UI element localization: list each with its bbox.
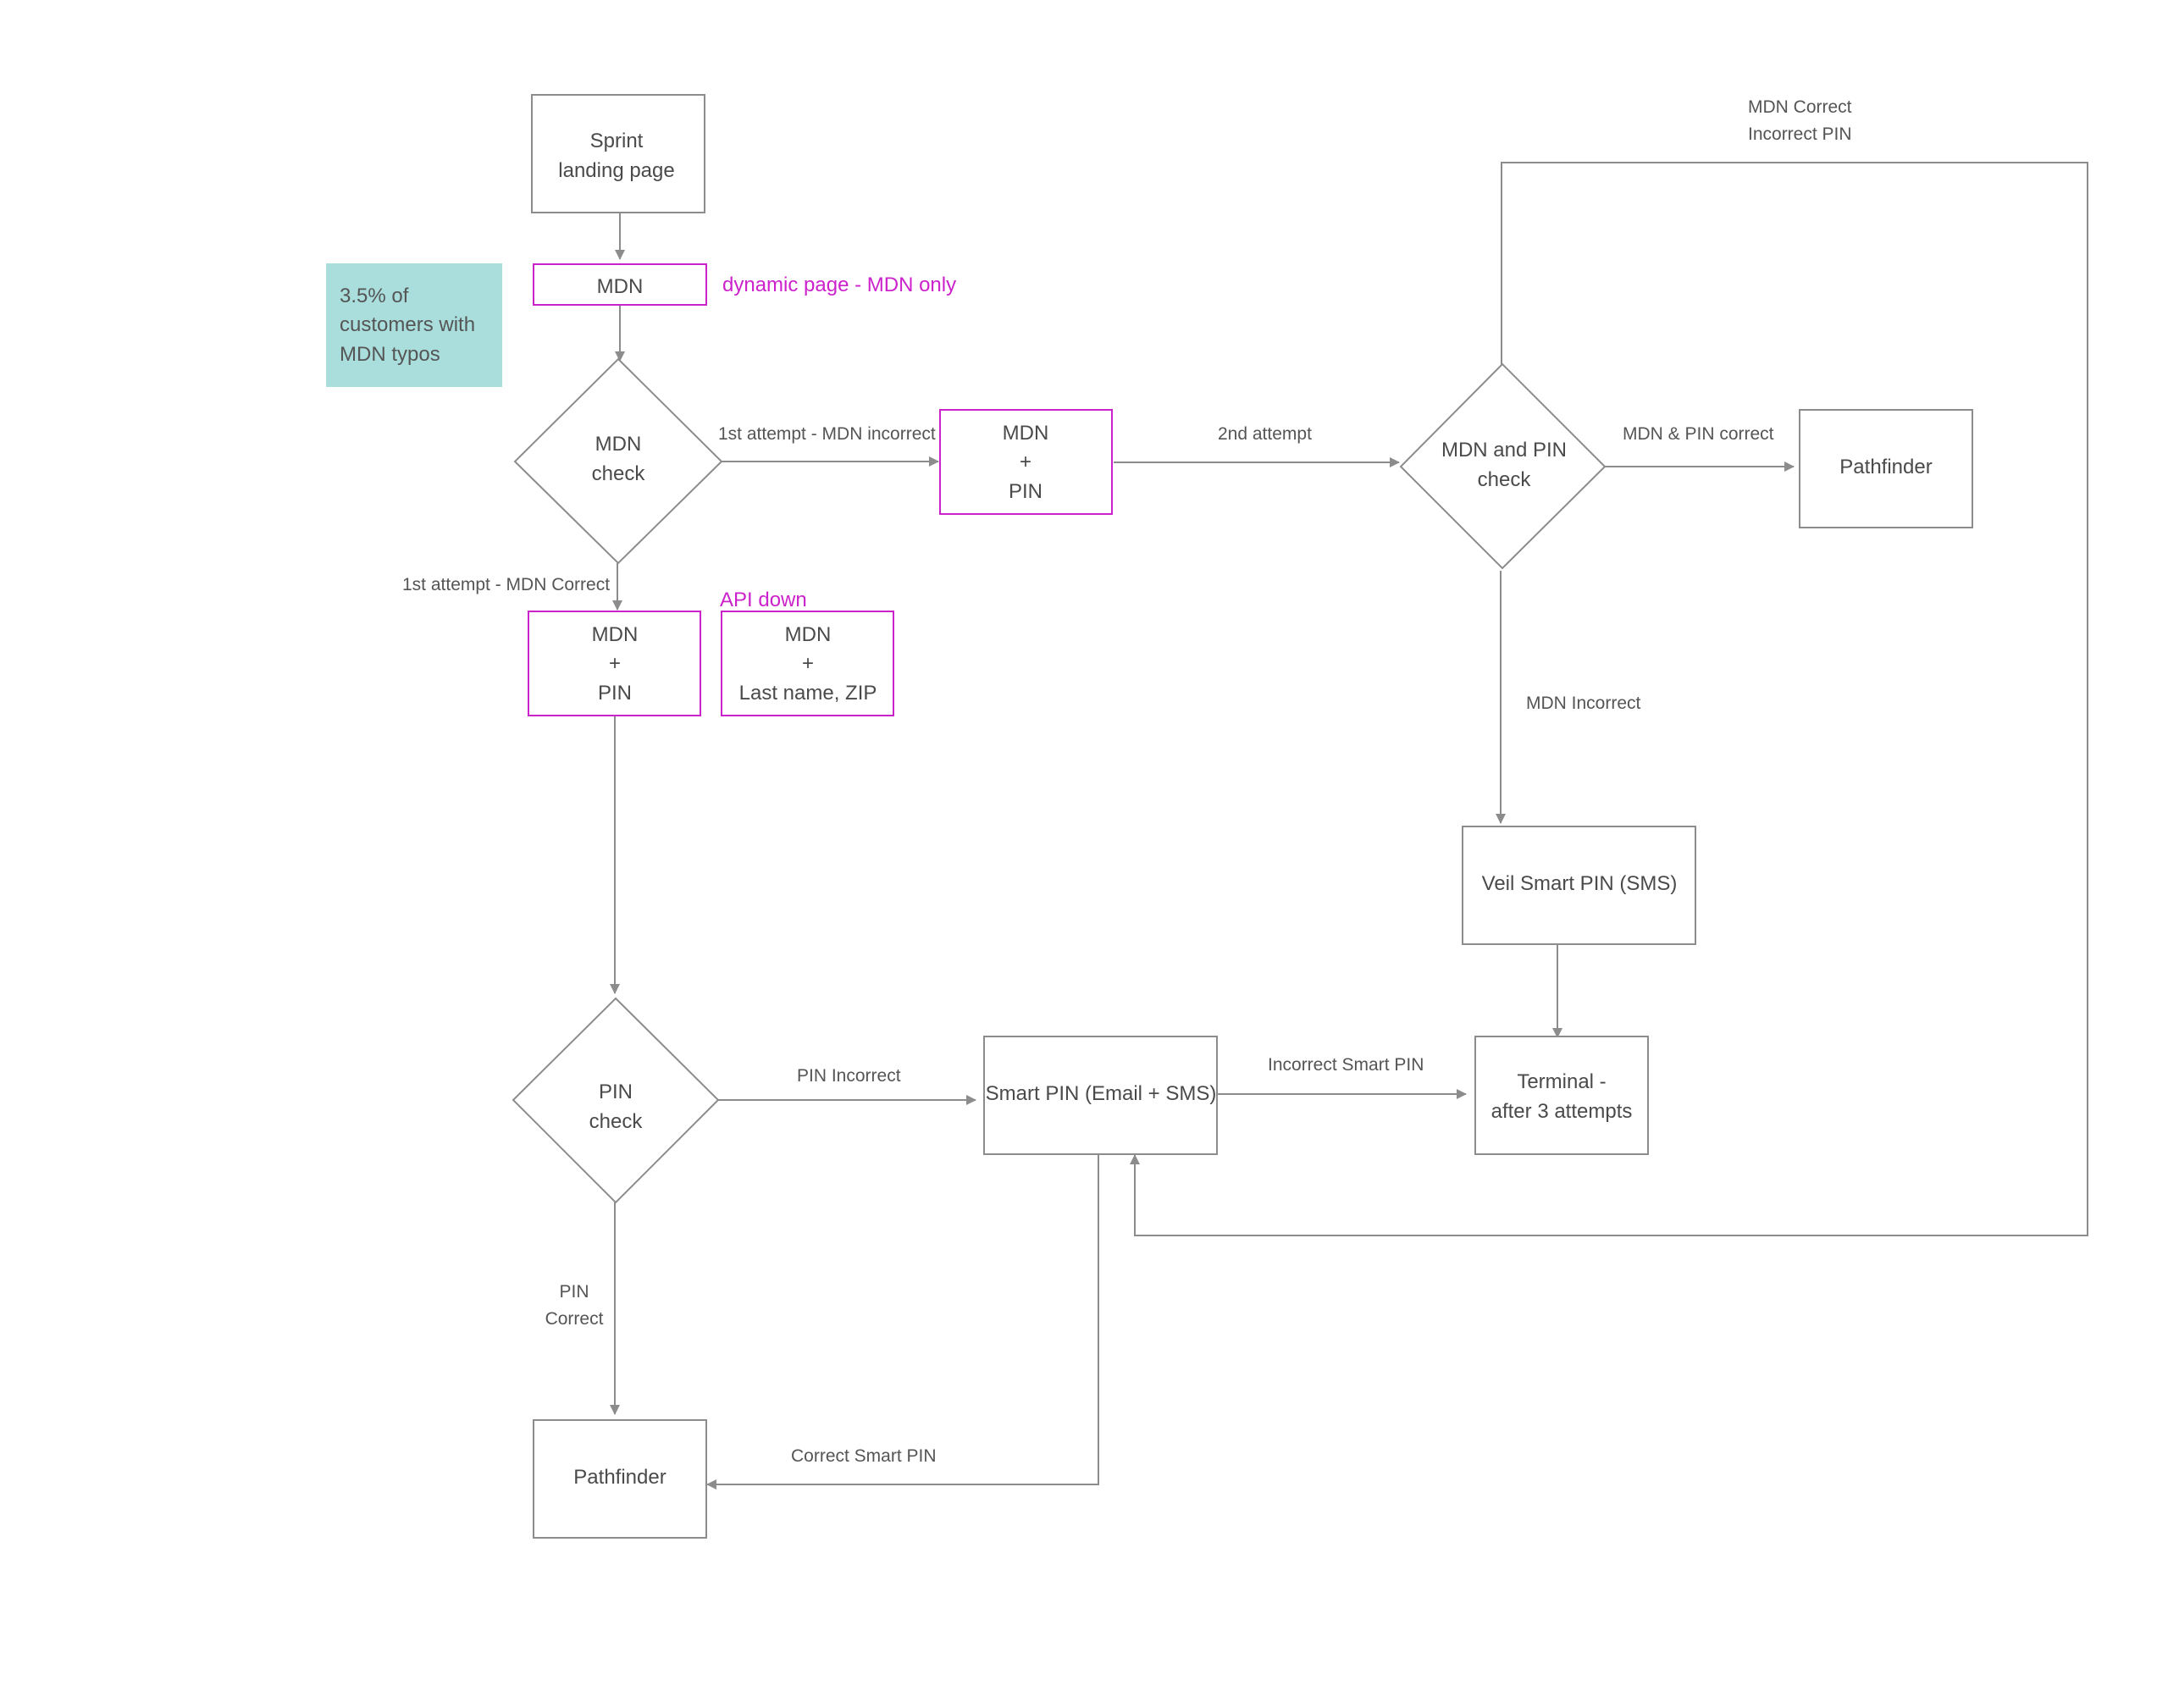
node-pin-check[interactable]: PIN check <box>512 997 720 1204</box>
node-pathfinder-top[interactable]: Pathfinder <box>1799 409 1973 528</box>
note-mdn-typos: 3.5% of customers with MDN typos <box>326 263 502 387</box>
node-mdn-check-line-1: MDN <box>595 433 642 456</box>
node-pathfinder-bottom[interactable]: Pathfinder <box>533 1419 707 1539</box>
node-mdn-pin-top[interactable]: MDN + PIN <box>939 409 1113 515</box>
node-mdn-pin-left-line-3: PIN <box>598 682 632 705</box>
node-veil-smart-pin-label: Veil Smart PIN (SMS) <box>1482 872 1678 895</box>
node-mdn-pin-left-line-2: + <box>609 652 621 675</box>
connectors <box>610 162 2088 1490</box>
edge-label-mdn-incorrect: MDN Incorrect <box>1526 694 1641 713</box>
edge-label-incorrect-smart-pin: Incorrect Smart PIN <box>1268 1055 1424 1075</box>
edge-label-correct-smart-pin: Correct Smart PIN <box>791 1446 937 1466</box>
node-smart-pin[interactable]: Smart PIN (Email + SMS) <box>983 1036 1218 1155</box>
note-line-1: 3.5% of <box>340 285 409 307</box>
node-smart-pin-label: Smart PIN (Email + SMS) <box>986 1082 1217 1105</box>
node-terminal-line-1: Terminal - <box>1517 1070 1606 1093</box>
node-pathfinder-bottom-label: Pathfinder <box>573 1466 666 1489</box>
node-sprint-landing[interactable]: Sprint landing page <box>531 94 705 213</box>
edge-label-pin-incorrect: PIN Incorrect <box>797 1066 901 1086</box>
node-sprint-landing-line-2: landing page <box>558 159 674 182</box>
node-mdn-pin-left[interactable]: MDN + PIN <box>528 611 701 716</box>
edge-label-incorrect-pin: Incorrect PIN <box>1748 124 1852 144</box>
edge-label-second-attempt: 2nd attempt <box>1218 424 1312 444</box>
node-mdn-and-pin-check-line-1: MDN and PIN <box>1441 439 1567 462</box>
node-mdn-check[interactable]: MDN check <box>513 357 723 565</box>
edge-label-pin-correct-line-1: PIN <box>559 1282 589 1302</box>
node-mdn-pin-top-line-1: MDN <box>1003 422 1049 445</box>
node-mdn-and-pin-check[interactable]: MDN and PIN check <box>1399 362 1607 570</box>
note-background <box>326 263 502 387</box>
node-mdn-pin-left-line-1: MDN <box>592 623 639 646</box>
node-pathfinder-top-label: Pathfinder <box>1839 456 1932 478</box>
node-mdn-check-line-2: check <box>592 462 646 485</box>
node-terminal-line-2: after 3 attempts <box>1491 1100 1633 1123</box>
node-mdn-lastname-zip-line-2: + <box>802 652 814 675</box>
node-mdn-input-label: MDN <box>597 275 644 298</box>
node-terminal[interactable]: Terminal - after 3 attempts <box>1474 1036 1649 1155</box>
annotation-api-down: API down <box>720 589 807 611</box>
node-mdn-lastname-zip-line-3: Last name, ZIP <box>739 682 877 705</box>
node-mdn-lastname-zip[interactable]: MDN + Last name, ZIP <box>721 611 894 716</box>
edge-label-mdn-correct: MDN Correct <box>1748 97 1852 117</box>
node-mdn-pin-top-line-2: + <box>1020 450 1031 473</box>
note-line-3: MDN typos <box>340 343 440 366</box>
note-line-2: customers with <box>340 313 475 336</box>
node-mdn-and-pin-check-line-2: check <box>1478 468 1532 491</box>
node-mdn-input[interactable]: MDN <box>533 263 707 306</box>
edge-label-first-attempt-correct: 1st attempt - MDN Correct <box>402 575 610 594</box>
node-veil-smart-pin[interactable]: Veil Smart PIN (SMS) <box>1462 826 1696 945</box>
edge-smart-pin-to-pathfinder-bottom <box>706 1152 1099 1490</box>
node-pin-check-line-2: check <box>589 1110 644 1133</box>
node-sprint-landing-line-1: Sprint <box>590 130 644 152</box>
edge-mdn-correct-incorrect-pin-loop <box>1130 162 2088 1236</box>
edge-label-pin-correct-line-2: Correct <box>545 1309 604 1329</box>
edge-label-first-attempt-incorrect: 1st attempt - MDN incorrect <box>718 424 936 444</box>
edge-label-mdn-pin-correct: MDN & PIN correct <box>1623 424 1774 444</box>
node-pin-check-line-1: PIN <box>599 1081 633 1103</box>
node-mdn-lastname-zip-line-1: MDN <box>785 623 832 646</box>
node-mdn-pin-top-line-3: PIN <box>1009 480 1043 503</box>
annotation-dynamic-page: dynamic page - MDN only <box>722 274 956 296</box>
